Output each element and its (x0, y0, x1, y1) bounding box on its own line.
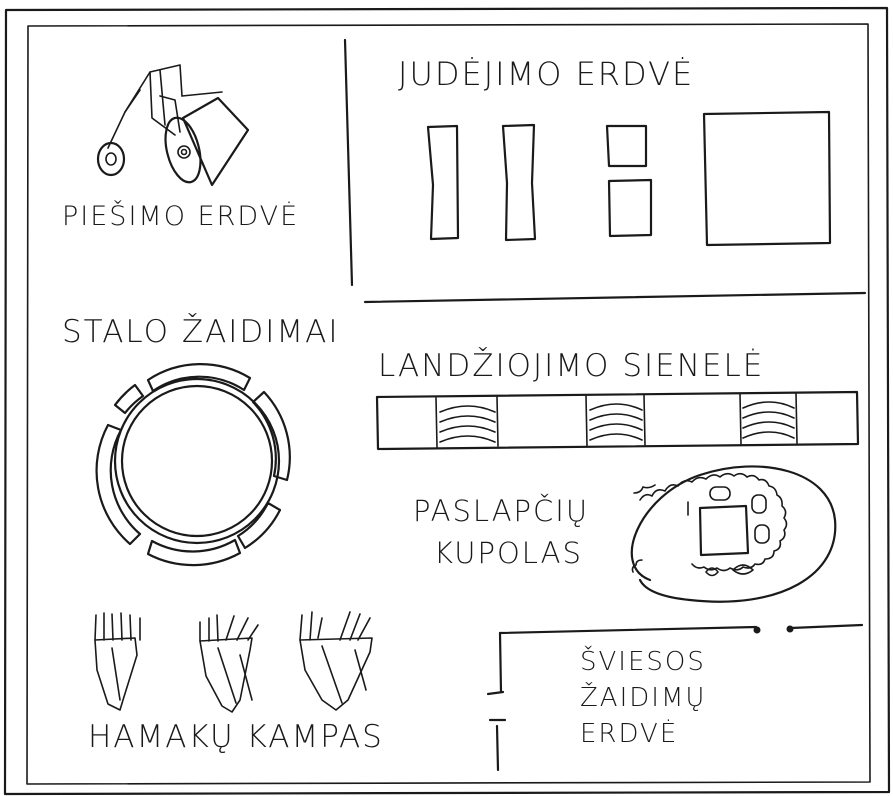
round-table (95, 363, 291, 567)
secret-dome (630, 465, 837, 603)
label-light-games-line2: ŽAIDIMŲ (580, 683, 707, 713)
mat-5 (702, 110, 832, 247)
dome-cushion (732, 564, 754, 575)
dome-cushion (705, 567, 719, 577)
bench-top (146, 363, 252, 393)
bench-upper-left (113, 383, 145, 415)
mat-1 (426, 124, 460, 241)
outer-frame (3, 6, 891, 796)
mat-2 (501, 123, 537, 242)
dome-cushion (754, 524, 770, 544)
label-light-games-line1: ŠVIESOS (580, 647, 706, 677)
label-board-games: STALO ŽAIDIMAI (62, 314, 340, 350)
paper-roll-icon (96, 64, 250, 187)
bench-lower-right (236, 501, 282, 550)
label-light-games-line3: ERDVĖ (580, 719, 679, 749)
dome-cushion (751, 494, 767, 514)
dome-table (698, 504, 750, 557)
label-drawing-area: PIEŠIMO ERDVĖ (62, 201, 300, 232)
dome-cushion (709, 486, 731, 501)
climbing-wall (375, 390, 860, 451)
label-climbing-wall: LANDŽIOJIMO SIENELĖ (378, 348, 765, 384)
hammock-icons (94, 611, 373, 713)
zone-dividers (343, 38, 867, 304)
label-movement-area: JUDĖJIMO ERDVĖ (398, 55, 695, 93)
light-zone-lines (486, 623, 864, 772)
bench-right (251, 390, 291, 482)
label-hammock-corner: HAMAKŲ KAMPAS (88, 719, 384, 755)
movement-mats (426, 110, 832, 247)
label-secret-dome-line2: KUPOLAS (434, 536, 583, 570)
bench-left (95, 423, 142, 546)
label-secret-dome-line1: PASLAPČIŲ (413, 494, 590, 528)
mat-4 (607, 178, 653, 238)
mat-3 (605, 124, 648, 168)
bench-bottom (146, 538, 242, 567)
